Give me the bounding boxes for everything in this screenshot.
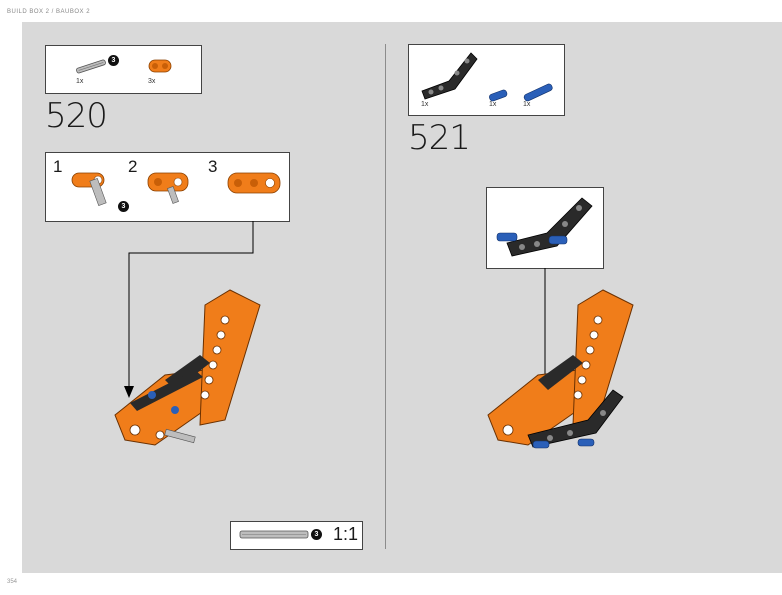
scale-reference: 3 1:1 [230,521,363,550]
substep-callout-520: 1 3 2 3 [45,152,290,222]
part-qty: 3x [148,78,156,85]
scale-label: 1:1 [333,524,359,544]
subassembly-callout-521 [486,187,604,269]
substep-number: 3 [208,157,218,176]
substep-3-icon [227,172,281,194]
part-qty: 1x [523,101,531,108]
blue-pin-short-icon [489,89,508,102]
page-number: 354 [7,579,18,585]
parts-list-521: 1x 1x 1x [408,44,565,116]
subassembly-521-icon [496,197,593,257]
blue-pin-long-icon [523,83,553,102]
substep-number: 1 [53,157,63,176]
parts-list-520: 3 1x 3x [45,45,202,94]
axle-length-badge: 3 [311,529,322,540]
step-number-520: 520 [45,96,108,136]
black-bent-beam-icon [421,52,478,100]
assembly-model-521 [487,289,634,449]
step-divider [385,44,386,549]
step-number-521: 521 [408,118,471,158]
axle-part-icon [76,59,106,74]
substep-1-icon [71,172,107,206]
substep-2-icon [147,172,189,204]
orange-connector-icon [148,59,172,73]
axle-length-badge: 3 [108,55,119,66]
substep-number: 2 [128,157,138,176]
assembly-model-520 [114,289,261,446]
axle-length-badge: 3 [118,201,129,212]
part-qty: 1x [421,101,429,108]
axle-scale-icon [239,530,309,539]
part-qty: 1x [489,101,497,108]
part-qty: 1x [76,78,84,85]
page-header: BUILD BOX 2 / BAUBOX 2 [7,9,91,15]
